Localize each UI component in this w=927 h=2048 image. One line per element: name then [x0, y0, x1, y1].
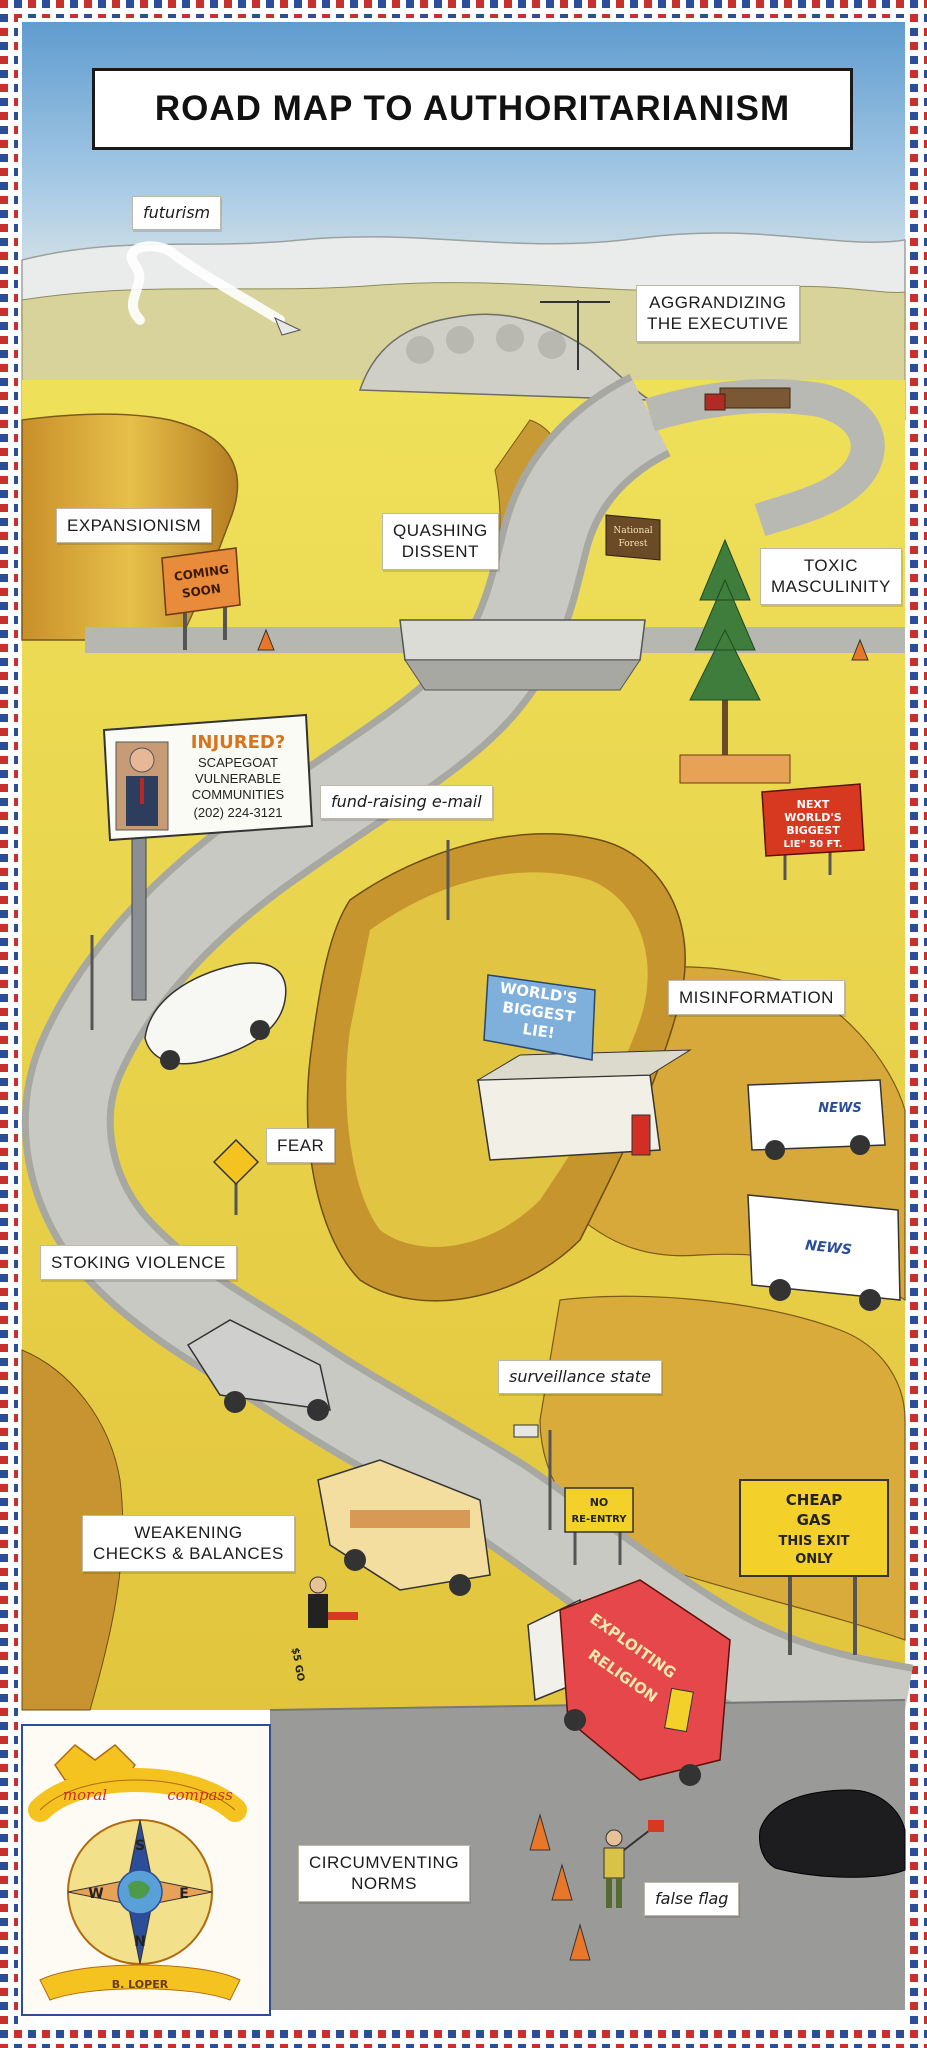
exploiting-religion-truck: EXPLOITING RELIGION: [527, 1579, 731, 1786]
svg-text:(202) 224-3121: (202) 224-3121: [194, 805, 283, 820]
worlds-biggest-lie-building: WORLD'S BIGGEST LIE!: [476, 974, 692, 1161]
label-fund-raising-e-mail: fund-raising e-mail: [320, 785, 493, 819]
svg-text:N: N: [134, 1934, 146, 1950]
cheap-gas-sign: CHEAP GAS THIS EXIT ONLY: [739, 1479, 889, 1655]
label-surveillance-state: surveillance state: [498, 1360, 662, 1394]
svg-text:SOON: SOON: [181, 581, 222, 600]
label-toxic-masculinity: TOXIC MASCULINITY: [760, 548, 902, 605]
svg-text:INJURED?: INJURED?: [191, 732, 286, 753]
label-circumventing-norms: CIRCUMVENTING NORMS: [298, 1845, 471, 1902]
label-stoking-violence: STOKING VIOLENCE: [40, 1245, 237, 1281]
moral-compass-emblem: moral compass S N W E B. LOPER: [21, 1724, 271, 2016]
svg-text:BIGGEST: BIGGEST: [786, 824, 840, 837]
next-lie-sign: NEXT WORLD'S BIGGEST LIE" 50 FT.: [761, 783, 865, 880]
white-car: [144, 962, 287, 1070]
svg-text:Forest: Forest: [618, 539, 647, 549]
svg-text:S: S: [135, 1838, 145, 1854]
station-wagon: [317, 1459, 491, 1596]
svg-text:E: E: [179, 1886, 189, 1902]
black-car: [759, 1789, 906, 1878]
label-quashing-dissent: QUASHING DISSENT: [382, 513, 499, 570]
lower-pavement: [270, 1700, 905, 2010]
svg-text:NO: NO: [590, 1496, 609, 1509]
svg-text:B. LOPER: B. LOPER: [112, 1978, 169, 1991]
national-forest-sign: National Forest: [605, 514, 661, 561]
svg-text:compass: compass: [167, 1786, 233, 1804]
svg-text:LIE!: LIE!: [521, 1020, 555, 1042]
svg-text:National: National: [613, 526, 652, 536]
svg-text:RE-ENTRY: RE-ENTRY: [571, 1514, 627, 1525]
svg-text:W: W: [88, 1886, 103, 1902]
svg-text:NEWS: NEWS: [818, 1101, 861, 1116]
label-futurism: futurism: [132, 196, 222, 230]
page-title: ROAD MAP TO AUTHORITARIANISM: [92, 68, 853, 150]
label-aggrandizing-the-executive: AGGRANDIZING THE EXECUTIVE: [636, 285, 800, 342]
label-misinformation: MISINFORMATION: [668, 980, 845, 1016]
svg-text:COMMUNITIES: COMMUNITIES: [192, 787, 285, 802]
coming-soon-billboard: COMING SOON: [161, 547, 241, 650]
label-expansionism: EXPANSIONISM: [56, 508, 213, 544]
svg-text:NEXT: NEXT: [797, 798, 830, 811]
news-van-1: NEWS: [747, 1079, 886, 1160]
svg-text:SCAPEGOAT: SCAPEGOAT: [198, 755, 278, 770]
svg-text:CHEAP: CHEAP: [786, 1491, 842, 1509]
fake-tree-tower: [679, 538, 791, 784]
label-false-flag: false flag: [644, 1882, 740, 1916]
svg-text:moral: moral: [63, 1786, 107, 1804]
injured-billboard: INJURED? SCAPEGOAT VULNERABLE COMMUNITIE…: [102, 713, 314, 1001]
no-reentry-sign: NO RE-ENTRY: [564, 1487, 634, 1565]
svg-text:WORLD'S: WORLD'S: [784, 811, 841, 824]
svg-text:LIE" 50 FT.: LIE" 50 FT.: [784, 839, 843, 850]
construction-worker: [603, 1820, 664, 1908]
surveillance-camera: [513, 1424, 539, 1438]
news-van-2: NEWS: [747, 1194, 901, 1311]
cybertruck: [186, 1319, 331, 1421]
label-fear: FEAR: [266, 1128, 336, 1164]
svg-text:THIS EXIT: THIS EXIT: [778, 1534, 849, 1549]
label-weakening-checks-and-balances: WEAKENING CHECKS & BALANCES: [82, 1515, 295, 1572]
overpass: [399, 619, 646, 661]
svg-text:ONLY: ONLY: [795, 1552, 833, 1567]
svg-text:NEWS: NEWS: [804, 1238, 852, 1259]
svg-text:GAS: GAS: [797, 1511, 832, 1529]
svg-text:VULNERABLE: VULNERABLE: [195, 771, 281, 786]
fear-road-sign: [212, 1138, 260, 1215]
